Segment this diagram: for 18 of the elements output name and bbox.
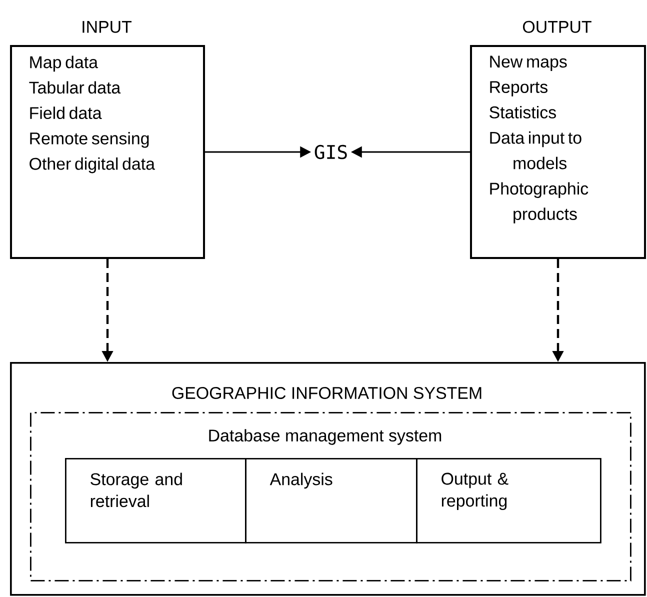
node-label: Data input to models — [490, 131, 582, 170]
table-cell: Storage and retrieval — [65, 458, 246, 544]
label-text: GIS — [314, 144, 347, 160]
table-cell: Output & reporting — [416, 458, 602, 544]
node-label: Field data — [30, 106, 102, 120]
node-label: Reports — [490, 81, 548, 96]
node-label: Other digital data — [30, 157, 156, 174]
heading: INPUT — [82, 21, 132, 33]
list-box: New maps Reports Statistics Data input to models Photographic products — [470, 45, 646, 259]
table-cell: Analysis — [245, 458, 418, 544]
node-label: New maps — [490, 56, 567, 71]
node-label: Map data — [30, 56, 98, 72]
node-label: Remote sensing — [30, 132, 149, 148]
node-label: Statistics — [490, 106, 556, 118]
node-label: Photographic products — [490, 182, 588, 224]
node-label: Tabular data — [29, 81, 121, 94]
heading: OUTPUT — [523, 20, 592, 33]
list-box: Map data Tabular data Field data Remote sensing Other digital data — [10, 45, 205, 259]
